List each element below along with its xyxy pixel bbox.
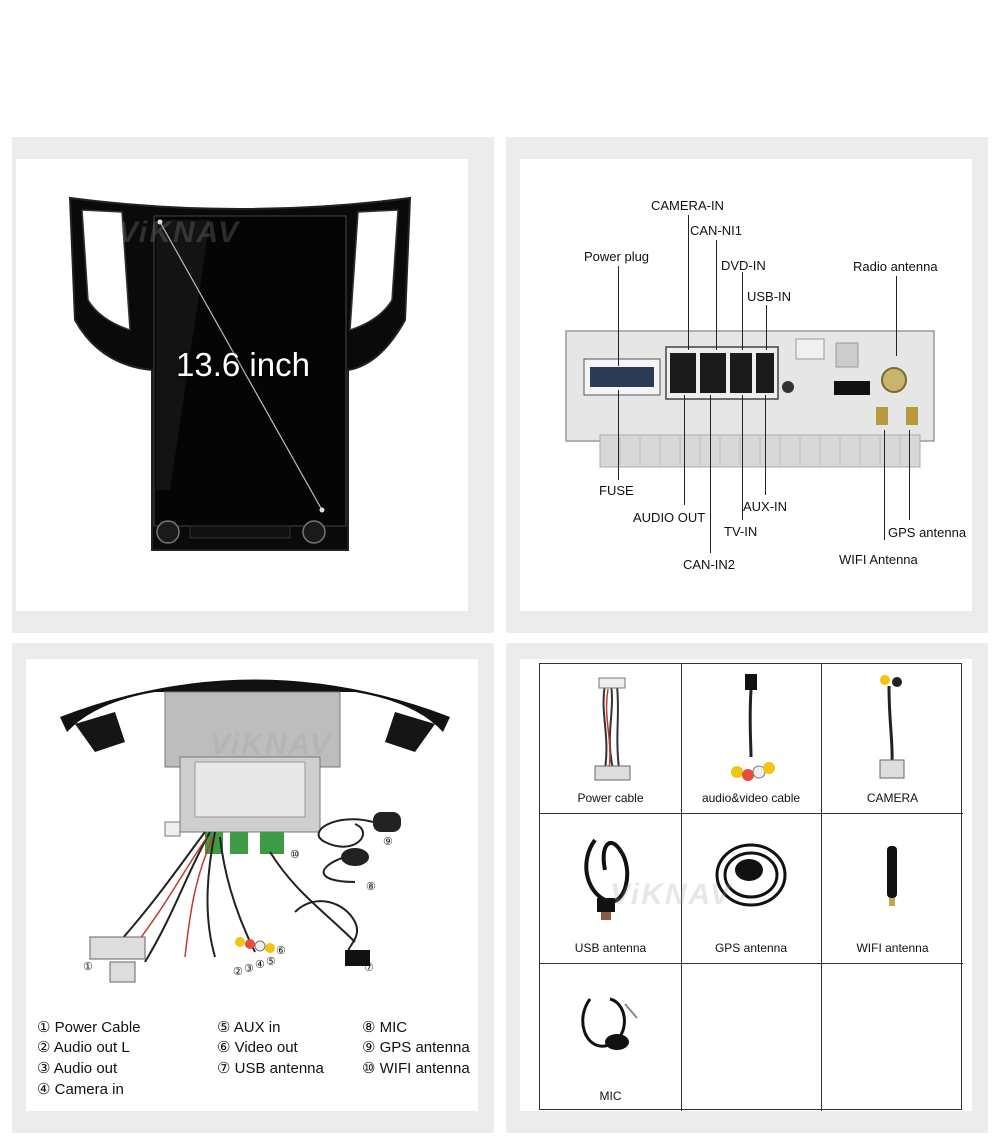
legend-video-out: ⑥ Video out xyxy=(217,1039,298,1056)
legend-mic: ⑧ MIC xyxy=(362,1019,408,1036)
callout-2: ② xyxy=(233,966,243,978)
brand-watermark-3: ViKNAV xyxy=(610,878,733,911)
leader-tv-in xyxy=(742,395,743,520)
wifi-antenna-image xyxy=(887,846,897,906)
leader-audio-out xyxy=(684,395,685,505)
grid-cell-power-cable: Power cable xyxy=(540,664,682,814)
camera-cable-image xyxy=(879,675,905,779)
leader-usb-in xyxy=(766,305,767,350)
grid-cell-camera: CAMERA xyxy=(822,664,963,814)
leader-wifi xyxy=(884,430,885,540)
grid-cell-mic: MIC xyxy=(540,964,682,1111)
callout-9: ⑨ xyxy=(383,836,393,848)
legend-wifi-antenna: ⑩ WIFI antenna xyxy=(362,1060,470,1077)
leader-dvd-in xyxy=(742,272,743,350)
label-gps-antenna: GPS antenna xyxy=(714,941,788,955)
grid-cell-av-cable: audio&video cable xyxy=(681,664,822,814)
grid-cell-gps-antenna: GPS antenna xyxy=(681,814,822,964)
label-usb-antenna: USB antenna xyxy=(574,941,647,955)
callout-3: ③ xyxy=(244,963,254,975)
legend-power-cable: ① Power Cable xyxy=(37,1019,141,1036)
legend-usb-antenna: ⑦ USB antenna xyxy=(217,1060,324,1077)
label-wifi-antenna-cell: WIFI antenna xyxy=(856,941,929,955)
power-cable-image xyxy=(594,677,631,781)
label-camera: CAMERA xyxy=(866,791,919,805)
callout-4: ④ xyxy=(255,959,265,971)
panel-accessories xyxy=(506,643,988,1133)
label-audio-out: AUDIO OUT xyxy=(633,510,706,525)
label-wifi-antenna: WIFI Antenna xyxy=(839,552,918,567)
callout-8: ⑧ xyxy=(366,881,376,893)
callout-5: ⑤ xyxy=(266,956,276,968)
mic-image xyxy=(581,997,638,1050)
legend-audio-out-l: ② Audio out L xyxy=(37,1039,130,1056)
screen-size-text: 13.6 inch xyxy=(176,346,310,383)
label-mic: MIC xyxy=(599,1089,622,1103)
label-dvd-in: DVD-IN xyxy=(721,258,766,273)
legend-audio-out: ③ Audio out xyxy=(37,1060,118,1077)
label-fuse: FUSE xyxy=(599,483,634,498)
label-camera-in: CAMERA-IN xyxy=(651,198,724,213)
grid-cell-usb-antenna: USB antenna xyxy=(540,814,682,964)
usb-antenna-image xyxy=(584,838,630,920)
legend-aux-in: ⑤ AUX in xyxy=(217,1019,281,1036)
label-usb-in: USB-IN xyxy=(747,289,792,304)
label-gps-antenna: GPS antenna xyxy=(888,525,967,540)
label-power-cable: Power cable xyxy=(577,791,644,805)
leader-camera-in xyxy=(688,215,689,350)
leader-fuse xyxy=(618,390,619,480)
label-av-cable: audio&video cable xyxy=(701,791,801,805)
label-radio-antenna: Radio antenna xyxy=(853,259,938,274)
leader-gps xyxy=(909,430,910,520)
head-unit-image xyxy=(68,196,412,551)
callout-10: ⑩ xyxy=(290,849,300,861)
av-cable-image xyxy=(731,674,775,781)
leader-power-plug xyxy=(618,266,619,366)
label-aux-in: AUX-IN xyxy=(743,499,788,514)
callout-6: ⑥ xyxy=(276,945,286,957)
leader-can-in2 xyxy=(710,395,711,553)
leader-radio-antenna xyxy=(896,276,897,356)
brand-watermark: ViKNAV xyxy=(118,216,241,249)
grid-cell-empty-2 xyxy=(822,964,963,1111)
leader-can-ni1 xyxy=(716,240,717,350)
gps-antenna-image xyxy=(715,843,787,907)
label-tv-in: TV-IN xyxy=(724,524,758,539)
connector-back-image xyxy=(565,330,935,468)
grid-cell-wifi-antenna: WIFI antenna xyxy=(822,814,963,964)
leader-aux-in xyxy=(765,395,766,495)
label-can-in2: CAN-IN2 xyxy=(683,557,736,572)
callout-7: ⑦ xyxy=(364,962,374,974)
accessory-grid: Power cable audio&video cable CAMERA USB… xyxy=(539,663,963,1111)
legend-gps-antenna: ⑨ GPS antenna xyxy=(362,1039,470,1056)
wiring-image xyxy=(60,679,450,983)
callout-1: ① xyxy=(83,961,93,973)
label-can-ni1: CAN-NI1 xyxy=(690,223,743,238)
label-power-plug: Power plug xyxy=(584,249,650,264)
grid-cell-empty-1 xyxy=(681,964,822,1111)
legend-camera-in: ④ Camera in xyxy=(37,1081,124,1098)
brand-watermark-2: ViKNAV xyxy=(210,728,333,761)
